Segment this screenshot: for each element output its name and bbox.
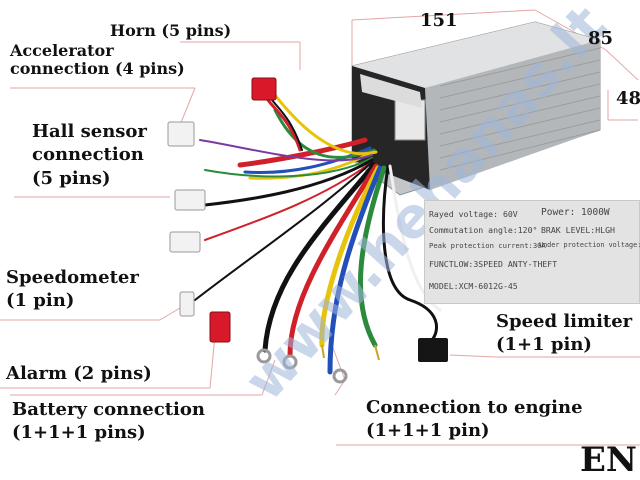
ring-terminals bbox=[256, 344, 380, 384]
dimension-height: 48 bbox=[616, 88, 640, 109]
spec-model: MODEL:XCM-6012G-45 bbox=[429, 281, 518, 291]
battery-label-line-1: Battery connection bbox=[12, 399, 205, 420]
hall-sensor-label-line-2: connection bbox=[32, 144, 144, 166]
spec-peak-current: Peak protection current:30A bbox=[429, 241, 546, 250]
engine-label-line-1: Connection to engine bbox=[366, 397, 583, 418]
speedometer-label: Speedometer (1 pin) bbox=[6, 266, 139, 313]
spec-under-voltage: Under protection voltage: 5.5V bbox=[539, 241, 640, 249]
dimension-width: 85 bbox=[588, 28, 614, 49]
accelerator-label: Accelerator connection (4 pins) bbox=[10, 41, 185, 79]
spec-plate: Rayed voltage: 60V Power: 1000W Commutat… bbox=[424, 200, 640, 304]
controller-housing bbox=[351, 21, 601, 196]
accelerator-label-line-1: Accelerator bbox=[10, 41, 114, 60]
language-tag: EN bbox=[580, 440, 637, 480]
speed-limiter-label: Speed limiter (1+1 pin) bbox=[496, 310, 632, 357]
speed-limiter-label-line-1: Speed limiter bbox=[496, 311, 633, 332]
horn-label: Horn (5 pins) bbox=[110, 21, 232, 40]
spec-rated-voltage: Rayed voltage: 60V bbox=[429, 209, 518, 219]
hall-sensor-label-line-3: (5 pins) bbox=[32, 167, 111, 189]
connectors bbox=[167, 77, 448, 362]
engine-label-line-2: (1+1+1 pin) bbox=[366, 420, 490, 442]
speedometer-label-line-1: Speedometer bbox=[6, 267, 139, 288]
spec-function: FUNCTLOW:3SPEED ANTY-THEFT bbox=[429, 259, 558, 269]
dimension-lines bbox=[351, 9, 639, 121]
speed-limiter-label-line-2: (1+1 pin) bbox=[496, 334, 592, 356]
spec-commutation: Commutation angle:120° bbox=[429, 225, 538, 235]
spec-brake: BRAK LEVEL:HLGH bbox=[541, 225, 615, 235]
battery-label: Battery connection (1+1+1 pins) bbox=[12, 398, 205, 445]
battery-label-line-2: (1+1+1 pins) bbox=[12, 422, 146, 444]
wire-bundle bbox=[194, 93, 442, 375]
spec-power: Power: 1000W bbox=[541, 207, 610, 218]
dimension-length: 151 bbox=[420, 10, 458, 31]
hall-sensor-label: Hall sensor connection (5 pins) bbox=[32, 120, 147, 190]
engine-label: Connection to engine (1+1+1 pin) bbox=[366, 396, 583, 443]
leader-lines bbox=[0, 41, 640, 446]
alarm-label: Alarm (2 pins) bbox=[6, 363, 152, 384]
hall-sensor-label-line-1: Hall sensor bbox=[32, 121, 147, 142]
speedometer-label-line-2: (1 pin) bbox=[6, 290, 75, 312]
accelerator-label-line-2: connection (4 pins) bbox=[10, 59, 185, 79]
